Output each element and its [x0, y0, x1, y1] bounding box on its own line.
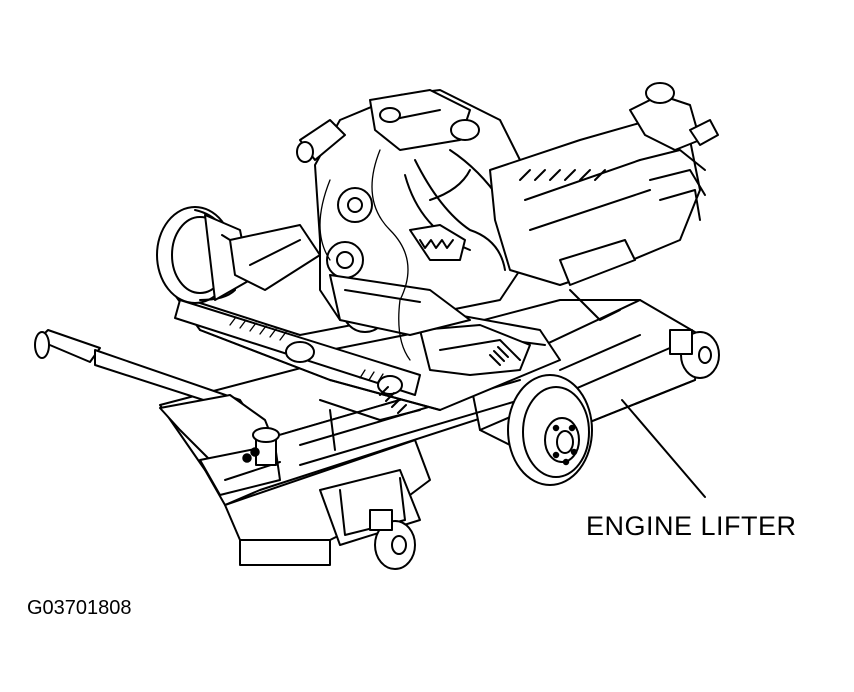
lifter-caster-front: [369, 509, 416, 570]
transmission: [489, 82, 719, 321]
lifter-caster-rear: [669, 329, 720, 379]
engine-lifter-leader-line: [621, 399, 706, 498]
lifter-pump-valve: [242, 427, 280, 466]
figure-id: G03701808: [27, 597, 132, 619]
control-arms: [229, 224, 531, 451]
steering-rack: [174, 299, 421, 396]
brake-disc-right: [507, 374, 593, 486]
engine-block: [296, 89, 531, 361]
lifter-jack-handle: [34, 329, 281, 496]
engine-lifter-label: ENGINE LIFTER: [586, 511, 797, 541]
